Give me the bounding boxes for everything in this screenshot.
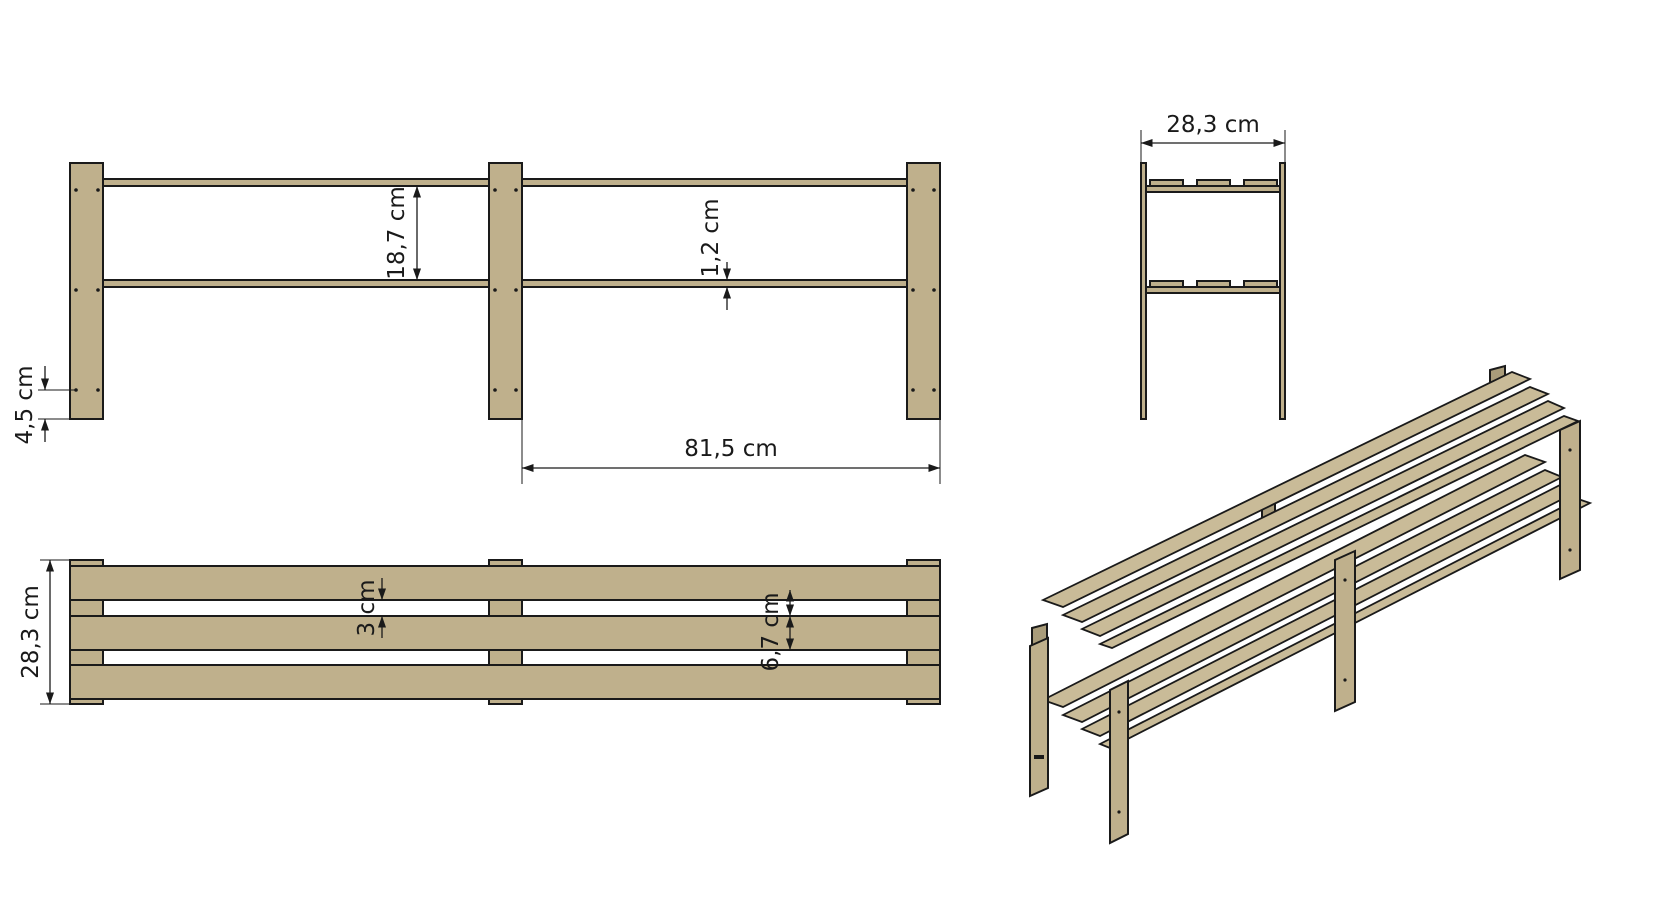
dim-side-depth-label: 28,3 cm <box>1166 112 1260 138</box>
dim-side-depth: 28,3 cm <box>1140 112 1286 163</box>
dim-front-width: 81,5 cm <box>521 419 941 484</box>
front-screw-holes <box>74 188 936 392</box>
top-slat-2 <box>69 615 941 651</box>
dim-shelf-spacing-label: 18,7 cm <box>384 186 410 280</box>
dim-shelf-spacing: 18,7 cm <box>384 186 422 280</box>
front-view: 18,7 cm 1,2 cm 4,5 cm 81,5 cm <box>12 162 941 484</box>
dim-shelf-thickness: 1,2 cm <box>698 199 732 310</box>
iso-front-legs <box>1029 419 1581 845</box>
dim-leg-offset-label: 4,5 cm <box>12 366 38 445</box>
dim-front-width-label: 81,5 cm <box>684 436 778 462</box>
dim-leg-offset: 4,5 cm <box>12 366 76 445</box>
top-slat-3 <box>69 664 941 700</box>
iso-upper-shelf <box>1040 371 1581 649</box>
dim-top-depth-label: 28,3 cm <box>18 585 44 679</box>
top-slat-1 <box>69 565 941 601</box>
top-view: 28,3 cm 3 cm 6,7 cm <box>18 559 941 705</box>
dim-slat-gap-label: 3 cm <box>354 580 380 637</box>
isometric-view <box>1029 364 1593 845</box>
dim-top-depth: 28,3 cm <box>18 559 70 705</box>
dim-shelf-thickness-label: 1,2 cm <box>698 199 724 278</box>
side-view: 28,3 cm <box>1140 112 1286 420</box>
dim-slat-width-label: 6,7 cm <box>758 593 784 672</box>
dim-slat-gap: 3 cm <box>354 578 387 638</box>
dim-slat-width: 6,7 cm <box>758 590 795 672</box>
